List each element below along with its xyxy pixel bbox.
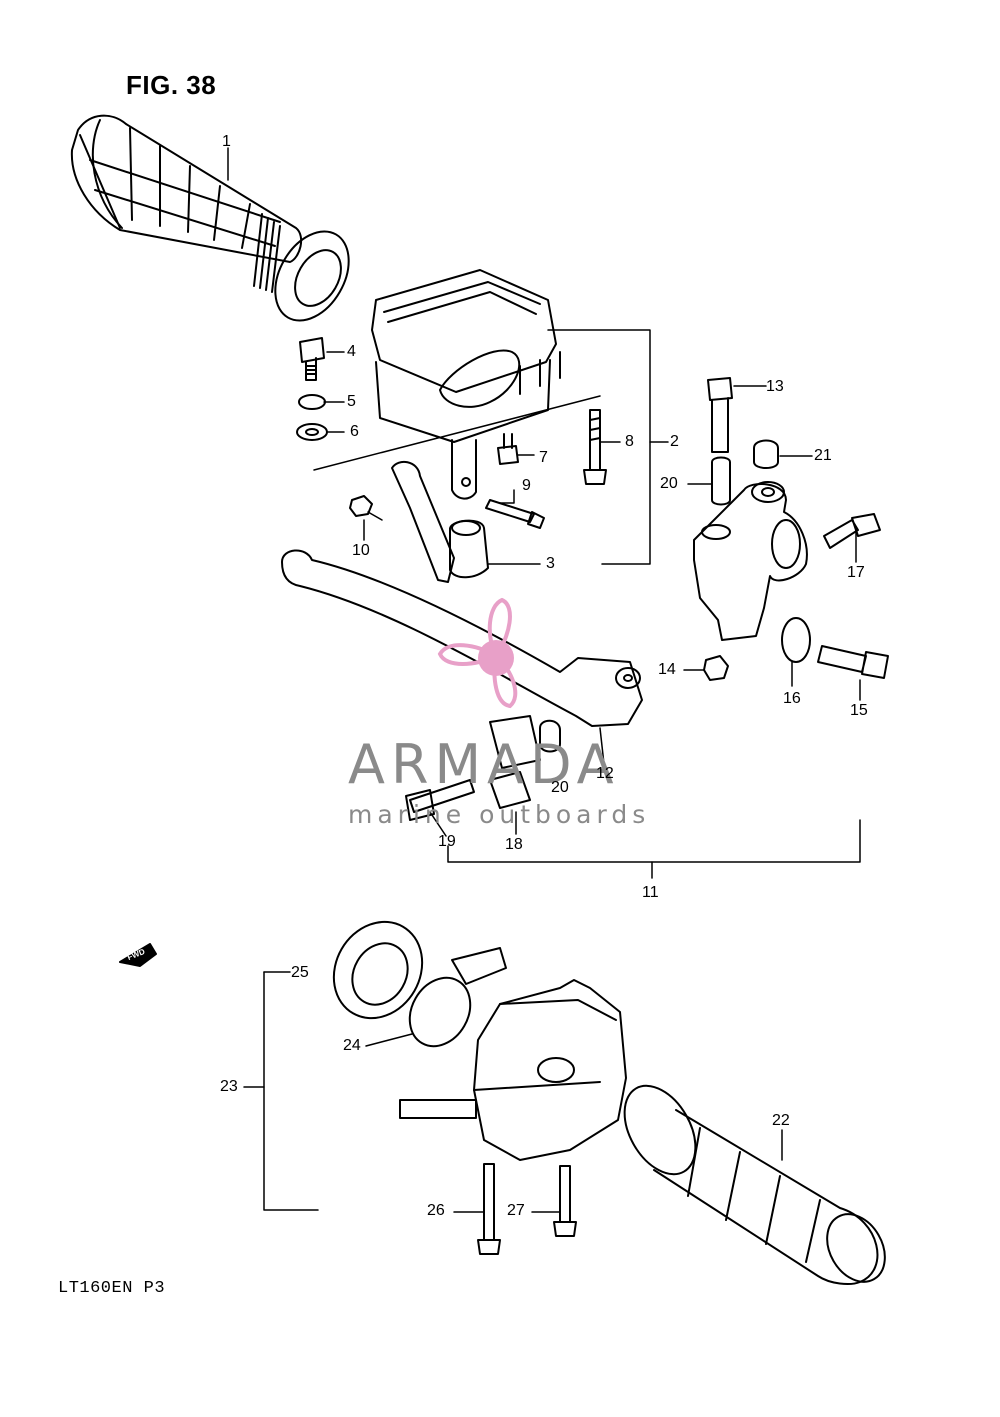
screw-27-drawing	[553, 1165, 577, 1237]
brake-lever-drawing	[281, 549, 643, 809]
collar-24-drawing	[408, 947, 507, 1048]
callout-label: 16	[783, 690, 801, 707]
callout-label: 14	[658, 661, 676, 678]
callout-label: 18	[505, 836, 523, 853]
left-grip-drawing	[70, 114, 350, 322]
callout-label: 15	[850, 702, 868, 719]
washer-5-drawing	[298, 394, 326, 410]
bolt-4-drawing	[299, 337, 325, 381]
figure-title: FIG. 38	[126, 70, 217, 100]
screw-26-drawing	[477, 1163, 501, 1255]
callout-label: 10	[352, 542, 370, 559]
callout-label: 3	[546, 555, 555, 572]
callout-label: 2	[670, 433, 679, 450]
callout-label: 26	[427, 1202, 445, 1219]
nut-16-drawing	[781, 617, 811, 663]
ring-25-drawing	[332, 920, 424, 1020]
screw-9-drawing	[485, 499, 545, 529]
watermark-tagline: marine outboards	[348, 800, 651, 829]
bolt-17-drawing	[823, 513, 881, 549]
callout-label: 9	[522, 477, 531, 494]
callout-label: 7	[539, 449, 548, 466]
watermark-propeller-logo	[437, 597, 518, 709]
callout-label: 25	[291, 964, 309, 981]
callout-label: 6	[350, 423, 359, 440]
callout-label: 21	[814, 447, 832, 464]
callout-label: 5	[347, 393, 356, 410]
fwd-arrow-drawing	[119, 943, 157, 967]
callout-label: 23	[220, 1078, 238, 1095]
callout-label: 17	[847, 564, 865, 581]
callout-label: 24	[343, 1037, 361, 1054]
callout-label: 1	[222, 133, 231, 150]
callout-label: 19	[438, 833, 456, 850]
callout-label: 13	[766, 378, 784, 395]
brake-master-cylinder-drawing	[693, 481, 808, 641]
throttle-housing-drawing	[371, 269, 561, 500]
callout-label: 12	[596, 765, 614, 782]
callout-label: 8	[625, 433, 634, 450]
callout-label: 27	[507, 1202, 525, 1219]
callout-label: 20	[551, 779, 569, 796]
bolt-15-drawing	[817, 645, 889, 679]
watermark-name: ARMADA	[348, 733, 620, 796]
throttle-lever-drawing	[391, 460, 489, 583]
right-grip-drawing	[623, 1084, 886, 1285]
switch-housing-drawing	[399, 979, 627, 1161]
nut-14-drawing	[703, 655, 729, 681]
leader-lines	[227, 147, 861, 1213]
callout-label: 11	[642, 884, 659, 901]
nut-10-drawing	[349, 495, 373, 517]
cap-21-drawing	[753, 439, 779, 469]
screw-8-drawing	[583, 409, 607, 485]
model-code: LT160EN P3	[58, 1279, 166, 1298]
callout-label: 20	[660, 475, 678, 492]
callout-label: 22	[772, 1112, 790, 1129]
washer-6-drawing	[296, 423, 328, 441]
bolt-13-drawing	[707, 377, 733, 453]
collar-20-drawing	[711, 456, 731, 506]
callout-label: 4	[347, 343, 356, 360]
bolt-19-drawing	[405, 779, 475, 821]
screw-7-drawing	[497, 433, 519, 465]
